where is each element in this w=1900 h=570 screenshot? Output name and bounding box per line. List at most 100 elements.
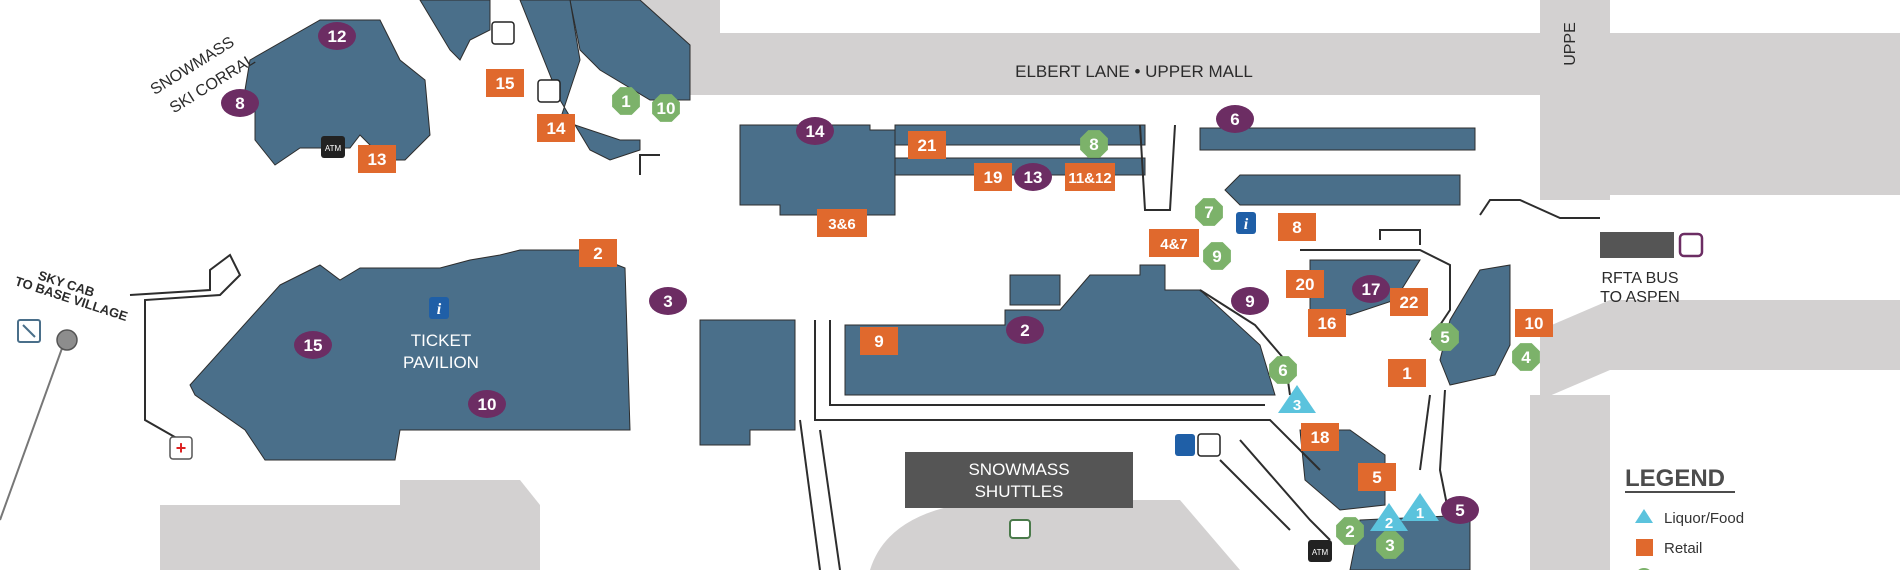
service-marker[interactable] — [1376, 531, 1404, 559]
service-marker-label: 9 — [1212, 247, 1221, 266]
north-path — [639, 154, 660, 175]
retail-marker-label: 4&7 — [1160, 236, 1188, 253]
misc-icons: ATM ATM + i — [169, 21, 1332, 562]
retail-marker[interactable] — [537, 114, 575, 142]
service-marker[interactable] — [612, 87, 640, 115]
skycab-path — [129, 253, 242, 446]
service-marker-label: 10 — [657, 99, 676, 118]
retail-marker-label: 9 — [874, 332, 883, 351]
retail-marker[interactable] — [1515, 309, 1553, 337]
dining-marker[interactable] — [1216, 105, 1254, 133]
retail-marker[interactable] — [908, 131, 946, 159]
mall-loop-outer — [814, 320, 1321, 471]
dining-marker[interactable] — [1231, 287, 1269, 315]
dining-marker[interactable] — [1006, 316, 1044, 344]
retail-marker-label: 21 — [918, 136, 937, 155]
dining-marker[interactable] — [1352, 275, 1390, 303]
food-marker[interactable] — [1370, 503, 1408, 531]
shuttle-path — [799, 419, 821, 570]
east-connector — [1379, 229, 1421, 245]
atm-icon-2 — [1308, 540, 1332, 562]
retail-marker[interactable] — [1278, 213, 1316, 241]
east-road — [1540, 300, 1900, 400]
retail-marker[interactable] — [817, 209, 867, 237]
north-building-a — [419, 0, 491, 61]
path-outlines — [129, 124, 1600, 570]
dining-marker-label: 2 — [1020, 321, 1029, 340]
ticket-label-2: PAVILION — [403, 353, 479, 372]
retail-marker[interactable] — [1390, 288, 1428, 316]
retail-marker[interactable] — [1358, 463, 1396, 491]
retail-marker-label: 5 — [1372, 468, 1381, 487]
food-markers: 321 — [1278, 385, 1439, 532]
retail-marker-label: 19 — [984, 168, 1003, 187]
rfta-label-1: RFTA BUS — [1601, 270, 1678, 287]
retail-marker-label: 8 — [1292, 218, 1301, 237]
rfta-path — [1479, 199, 1600, 219]
service-marker[interactable] — [1080, 130, 1108, 158]
svg-text:ATM: ATM — [1312, 548, 1329, 557]
service-marker-label: 1 — [621, 92, 630, 111]
sky-cab-line — [0, 319, 78, 521]
dining-marker[interactable] — [318, 22, 356, 50]
food-marker[interactable] — [1401, 493, 1439, 521]
rfta-label-2: TO ASPEN — [1600, 289, 1680, 306]
retail-marker[interactable] — [486, 69, 524, 97]
retail-marker[interactable] — [579, 239, 617, 267]
dining-marker[interactable] — [796, 117, 834, 145]
east-vertical-path-2 — [1419, 394, 1431, 471]
dining-marker[interactable] — [649, 287, 687, 315]
dining-marker[interactable] — [294, 331, 332, 359]
first-aid-icon — [169, 436, 193, 460]
service-marker-label: 8 — [1089, 135, 1098, 154]
retail-marker[interactable] — [1301, 423, 1339, 451]
retail-marker[interactable] — [1065, 163, 1115, 191]
retail-marker[interactable] — [974, 163, 1012, 191]
retail-marker[interactable] — [860, 327, 898, 355]
retail-marker[interactable] — [1149, 229, 1199, 257]
service-marker-label: 7 — [1204, 203, 1213, 222]
dining-marker[interactable] — [1441, 496, 1479, 524]
retail-marker[interactable] — [1286, 270, 1324, 298]
service-marker[interactable] — [1512, 343, 1540, 371]
dining-marker-label: 8 — [235, 94, 244, 113]
retail-marker-label: 2 — [593, 244, 602, 263]
sky-cab-station-icon — [56, 329, 78, 351]
south-road-left — [160, 505, 430, 570]
legend-retail-icon — [1636, 539, 1653, 556]
legend-food-icon — [1635, 509, 1653, 523]
food-marker-label: 1 — [1416, 505, 1424, 522]
small-block-top — [1009, 274, 1061, 306]
dining-marker-label: 17 — [1362, 280, 1381, 299]
service-marker[interactable] — [1336, 517, 1364, 545]
retail-marker-label: 11&12 — [1068, 170, 1111, 187]
upper-road-label: UPPE — [1562, 22, 1579, 66]
dining-marker-label: 13 — [1024, 168, 1043, 187]
accessible-icon — [1175, 434, 1195, 456]
mall-loop-inner — [829, 320, 1265, 406]
legend: LEGEND Liquor/Food Retail — [1625, 465, 1744, 570]
legend-item-retail: Retail — [1664, 540, 1702, 557]
service-marker[interactable] — [1269, 356, 1297, 384]
service-marker[interactable] — [1431, 323, 1459, 351]
south-road-piece — [400, 480, 540, 570]
buildings — [189, 0, 1511, 570]
retail-marker[interactable] — [358, 145, 396, 173]
dining-marker[interactable] — [1014, 163, 1052, 191]
svg-text:ATM: ATM — [325, 144, 342, 153]
service-marker[interactable] — [1195, 198, 1223, 226]
service-marker[interactable] — [1203, 242, 1231, 270]
south-walkway — [1239, 439, 1331, 541]
dining-marker[interactable] — [468, 390, 506, 418]
food-marker[interactable] — [1278, 385, 1316, 413]
food-marker-label: 3 — [1293, 397, 1301, 414]
retail-marker[interactable] — [1308, 309, 1346, 337]
retail-marker[interactable] — [1388, 359, 1426, 387]
upper-road-right — [1610, 95, 1900, 195]
service-marker[interactable] — [652, 94, 680, 122]
east-road-lower — [1530, 395, 1610, 570]
dining-marker[interactable] — [221, 89, 259, 117]
